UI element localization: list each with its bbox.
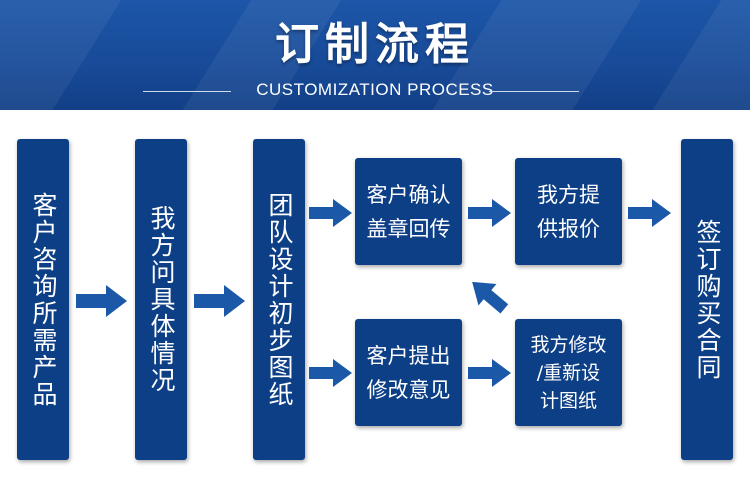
step-sign-contract: 签订购买合同	[681, 139, 733, 460]
arrow-right-icon	[468, 199, 511, 227]
step-redesign: 我方修改 /重新设 计图纸	[515, 319, 622, 426]
arrow-right-icon	[309, 199, 352, 227]
arrow-right-icon	[76, 285, 127, 317]
arrow-right-icon	[628, 199, 671, 227]
arrow-up-left-icon	[472, 281, 509, 314]
step-customer-inquiry: 客户咨询所需产品	[17, 139, 69, 460]
step-customer-revision: 客户提出 修改意见	[355, 319, 462, 426]
step-ask-details: 我方问具体情况	[135, 139, 187, 460]
page-subtitle: CUSTOMIZATION PROCESS	[256, 80, 494, 99]
arrow-right-icon	[468, 359, 511, 387]
arrow-right-icon	[309, 359, 352, 387]
step-quotation: 我方提 供报价	[515, 158, 622, 265]
step-customer-confirm: 客户确认 盖章回传	[355, 158, 462, 265]
header-banner: 订制流程 CUSTOMIZATION PROCESS	[0, 0, 750, 110]
step-initial-design: 团队设计初步图纸	[253, 139, 305, 460]
subtitle-divider-left	[143, 91, 231, 92]
arrow-right-icon	[194, 285, 245, 317]
page-title: 订制流程	[275, 19, 475, 70]
subtitle-divider-right	[489, 91, 579, 92]
